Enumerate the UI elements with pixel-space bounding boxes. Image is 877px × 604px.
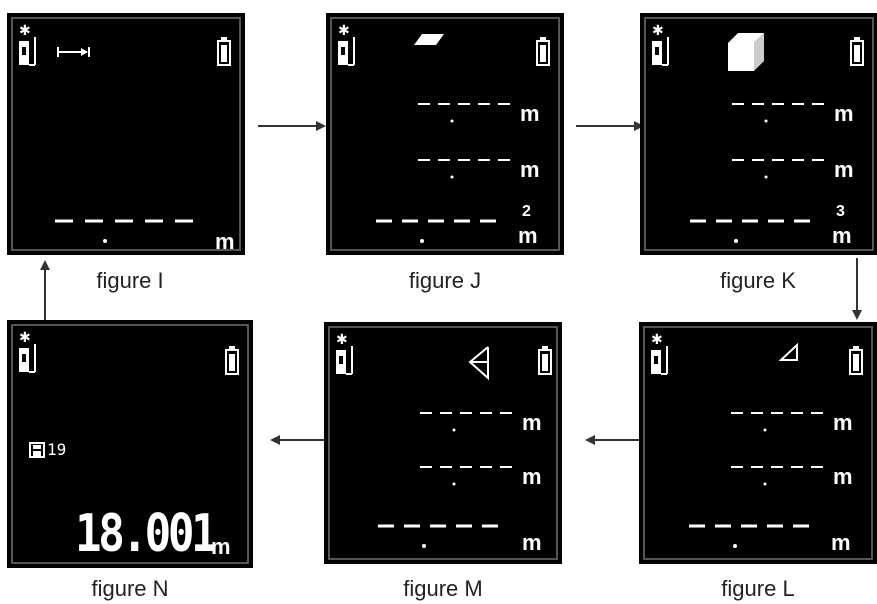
unit-label: m — [834, 157, 854, 182]
length-mode-icon — [57, 47, 90, 57]
unit-label: m — [522, 464, 542, 489]
laser-device-icon: ✱ — [19, 330, 36, 373]
arrow-down-icon — [852, 258, 862, 320]
unit-label: m — [520, 157, 540, 182]
caption-figure-l: figure L — [721, 576, 795, 601]
reading-dashes — [420, 412, 512, 432]
unit-exponent: 3 — [836, 203, 845, 220]
arrow-left-icon — [270, 435, 326, 445]
reading-dashes — [689, 524, 809, 548]
battery-icon — [850, 37, 864, 66]
reading-dashes — [378, 524, 498, 548]
unit-label: m — [522, 530, 542, 555]
battery-icon — [849, 346, 863, 375]
laser-device-icon: ✱ — [652, 23, 669, 66]
laser-device-icon: ✱ — [338, 23, 355, 66]
unit-label: m — [831, 530, 851, 555]
unit-label: m — [215, 229, 235, 254]
unit-label: m — [520, 101, 540, 126]
caption-figure-j: figure J — [408, 268, 482, 293]
battery-icon — [536, 37, 550, 66]
battery-icon — [217, 37, 231, 66]
laser-device-icon: ✱ — [19, 23, 36, 66]
unit-exponent: 2 — [522, 203, 531, 220]
lcd-figure-m: ✱ m m m — [324, 322, 562, 564]
reading-dashes — [732, 103, 824, 123]
memory-index: 19 — [47, 440, 67, 459]
laser-device-icon: ✱ — [651, 332, 668, 375]
unit-label: m — [833, 410, 853, 435]
reading-dashes — [376, 219, 496, 243]
unit-label: m — [832, 223, 852, 248]
unit-label: m — [522, 410, 542, 435]
reading-dashes — [418, 159, 510, 179]
reading-dashes — [731, 466, 823, 486]
unit-label: m — [518, 223, 538, 248]
lcd-figure-j: ✱ m m 2 m — [326, 13, 564, 255]
reading-dashes — [690, 219, 810, 243]
battery-icon — [538, 346, 552, 375]
arrow-right-icon — [576, 121, 644, 131]
reading-dashes — [420, 466, 512, 486]
svg-text:✱: ✱ — [652, 23, 664, 39]
svg-text:✱: ✱ — [19, 330, 31, 346]
svg-text:✱: ✱ — [336, 332, 348, 348]
reading-dashes — [418, 103, 510, 123]
caption-figure-m: figure M — [403, 576, 483, 601]
laser-device-icon: ✱ — [336, 332, 353, 375]
caption-figure-i: figure I — [96, 268, 164, 293]
svg-text:✱: ✱ — [651, 332, 663, 348]
unit-label: m — [833, 464, 853, 489]
lcd-figure-n: ✱ 19 18.001 m — [7, 320, 253, 568]
battery-icon — [225, 346, 239, 375]
arrow-up-icon — [40, 260, 50, 322]
reading-dashes — [55, 219, 193, 243]
indirect-triangle-icon — [778, 342, 798, 361]
distance-reading: 18.001 — [75, 504, 218, 564]
unit-label: m — [834, 101, 854, 126]
volume-mode-icon — [728, 33, 764, 71]
svg-text:✱: ✱ — [19, 23, 31, 39]
lcd-figure-i: ✱ m — [7, 13, 245, 255]
unit-label: m — [211, 534, 231, 559]
reading-dashes — [731, 412, 823, 432]
memory-save-icon — [29, 442, 45, 458]
svg-text:✱: ✱ — [338, 23, 350, 39]
reading-dashes — [732, 159, 824, 179]
indirect-double-triangle-icon — [468, 346, 489, 381]
caption-figure-n: figure N — [91, 576, 169, 601]
arrow-left-icon — [585, 435, 639, 445]
lcd-figure-l: ✱ m m m — [639, 322, 877, 564]
lcd-figure-k: ✱ m m 3 m — [640, 13, 877, 255]
arrow-right-icon — [258, 121, 326, 131]
caption-figure-k: figure K — [720, 268, 796, 293]
area-mode-icon — [414, 34, 444, 45]
